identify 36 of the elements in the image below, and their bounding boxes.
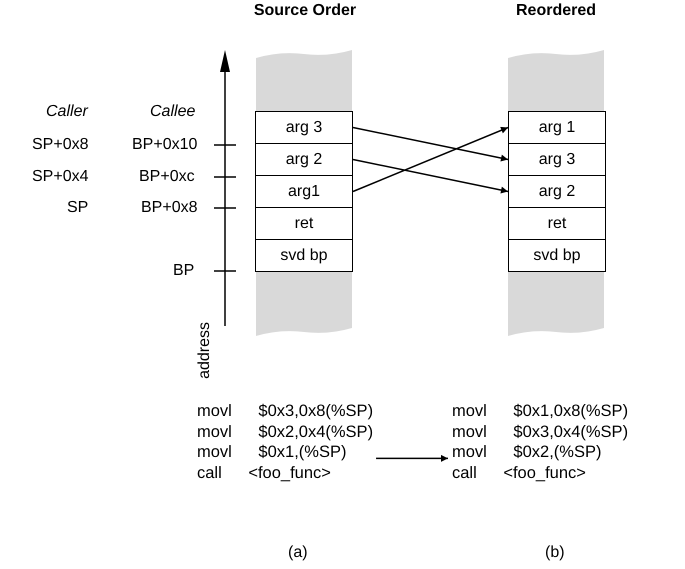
code-line: call <foo_func> [197,462,332,483]
code-line: movl $0x2,0x4(%SP) [197,422,374,442]
stack-slot: arg 1 [508,111,606,144]
arrow [352,126,508,192]
stack-slot: svd bp [508,239,606,272]
code-line: movl $0x3,0x8(%SP) [197,401,374,422]
code-line: movl $0x1,0x8(%SP) [452,401,628,422]
offset-label: SP [67,198,88,218]
column-heading: Source Order [252,2,358,20]
stack-slot: svd bp [255,239,353,272]
axis-heading: Caller [46,102,88,122]
panel-label: (a) [288,543,308,563]
offset-label: BP+0x8 [141,198,198,218]
code-line: call <foo_func> [452,462,587,483]
stack-slot: arg 2 [255,143,353,176]
code-line: movl $0x1,(%SP) [197,442,348,462]
stack-slot: arg 3 [255,111,353,144]
stack-slot: ret [255,207,353,240]
offset-label: SP+0x4 [32,167,88,187]
stack-slot: arg 3 [508,143,606,176]
offset-label: BP+0xc [139,167,195,187]
offset-label: BP+0x10 [132,135,198,155]
stack-slot: ret [508,207,606,240]
arrow [352,126,508,162]
column-heading: Reordered [514,2,598,20]
stack-slot: arg1 [255,175,353,208]
code-line: movl $0x3,0x4(%SP) [452,422,628,442]
panel-label: (b) [545,543,565,563]
offset-label: BP [173,261,194,281]
stack-slot: arg 2 [508,175,606,208]
arrow [352,158,508,194]
axis-label: address [195,322,214,378]
code-line: movl $0x2,(%SP) [452,442,602,462]
axis-heading: Callee [150,102,196,122]
arrow [376,454,448,462]
offset-label: SP+0x8 [32,135,88,155]
